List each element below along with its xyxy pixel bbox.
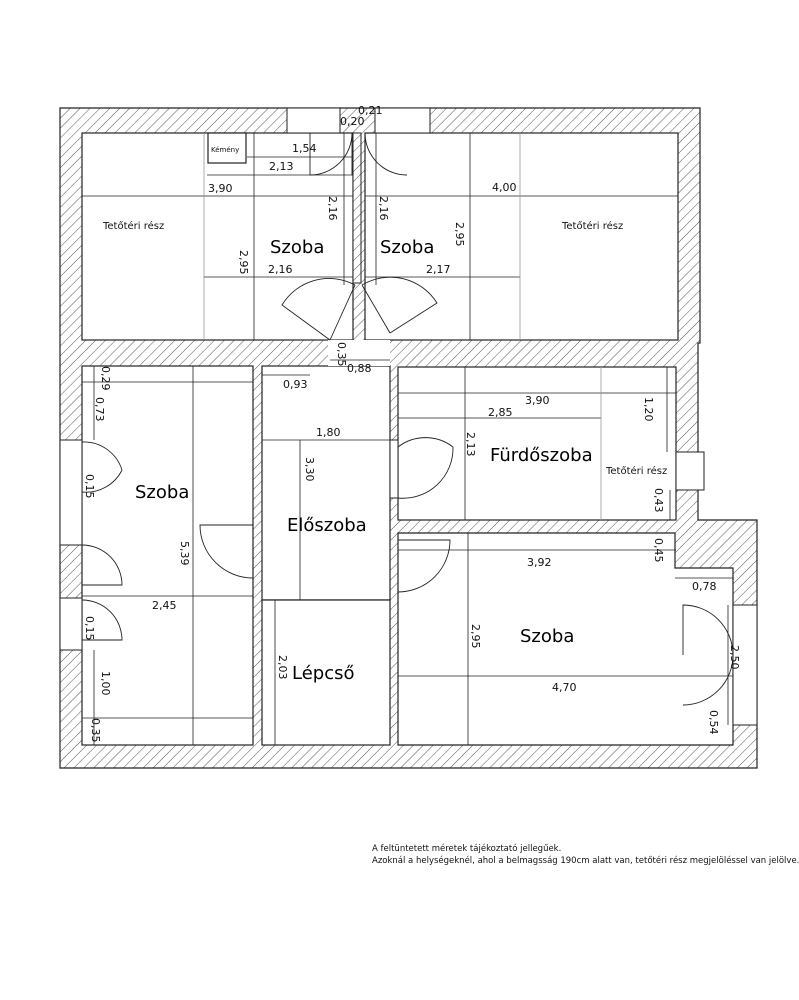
room-top-right bbox=[364, 132, 679, 341]
dimension-label: 2,03 bbox=[276, 655, 289, 680]
room-furdoszoba bbox=[397, 366, 677, 521]
room-label-szoba: Szoba bbox=[270, 237, 324, 258]
note-line: Azoknál a helységeknél, ahol a belmagssá… bbox=[372, 856, 799, 866]
dimension-label: 0,35 bbox=[89, 718, 102, 743]
partition-wall bbox=[352, 132, 362, 284]
dimension-label: 0,54 bbox=[707, 710, 720, 735]
room-label-lepcso: Lépcső bbox=[292, 663, 355, 684]
dimension-label: 3,90 bbox=[208, 182, 233, 195]
dimension-label: 2,16 bbox=[377, 196, 390, 221]
dimension-label: 4,70 bbox=[552, 681, 577, 694]
dimension-label: 0,78 bbox=[692, 580, 717, 593]
dimension-label: 0,15 bbox=[83, 474, 96, 499]
dimension-label: 0,21 bbox=[358, 104, 383, 117]
room-lepcso bbox=[261, 599, 391, 746]
window bbox=[389, 439, 399, 499]
window bbox=[732, 604, 758, 726]
window bbox=[286, 107, 341, 134]
room-label-furdoszoba: Fürdőszoba bbox=[490, 445, 593, 466]
dimension-label: 2,95 bbox=[237, 250, 250, 275]
dimension-label: 2,13 bbox=[464, 432, 477, 457]
dimension-label: 2,95 bbox=[453, 222, 466, 247]
dimension-label: 4,00 bbox=[492, 181, 517, 194]
label-kemeny: Kémény bbox=[211, 146, 239, 154]
dimension-label: 3,30 bbox=[303, 457, 316, 482]
dimension-label: 1,54 bbox=[292, 142, 317, 155]
dimension-label: 1,80 bbox=[316, 426, 341, 439]
room-label-eloszoba: Előszoba bbox=[287, 515, 367, 536]
window bbox=[675, 451, 705, 491]
dimension-label: 3,90 bbox=[525, 394, 550, 407]
dimension-label: 2,45 bbox=[152, 599, 177, 612]
dimension-label: 0,15 bbox=[83, 616, 96, 641]
room-label-szoba: Szoba bbox=[520, 626, 574, 647]
dimension-label: 2,17 bbox=[426, 263, 451, 276]
dimension-lines bbox=[82, 133, 733, 745]
dimension-label: 0,88 bbox=[347, 362, 372, 375]
room-label-tetoteri: Tetőtéri rész bbox=[605, 465, 667, 477]
dimension-label: 2,85 bbox=[488, 406, 513, 419]
room-label-szoba: Szoba bbox=[380, 237, 434, 258]
dimension-label: 0,20 bbox=[340, 115, 365, 128]
dimension-label: 2,50 bbox=[728, 645, 741, 670]
kemeny-chimney bbox=[207, 132, 247, 164]
dimension-label: 2,16 bbox=[326, 196, 339, 221]
dimension-label: 2,13 bbox=[269, 160, 294, 173]
note-line: A feltüntetett méretek tájékoztató jelle… bbox=[372, 844, 562, 854]
dimension-label: 0,29 bbox=[99, 366, 112, 391]
window bbox=[59, 597, 83, 651]
dimension-label: 2,95 bbox=[469, 624, 482, 649]
dimension-label: 0,35 bbox=[335, 342, 348, 367]
corridor-gap bbox=[328, 340, 390, 366]
dimension-label: 1,20 bbox=[642, 397, 655, 422]
dimension-label: 3,92 bbox=[527, 556, 552, 569]
dimension-label: 0,93 bbox=[283, 378, 308, 391]
dimension-label: 0,43 bbox=[652, 488, 665, 513]
room-label-szoba: Szoba bbox=[135, 482, 189, 503]
dimension-label: 0,73 bbox=[93, 397, 106, 422]
dimension-label: 1,00 bbox=[99, 671, 112, 696]
room-eloszoba bbox=[261, 365, 391, 601]
room-szoba-left bbox=[81, 365, 254, 746]
room-label-tetoteri: Tetőtéri rész bbox=[561, 220, 623, 232]
dimension-label: 2,16 bbox=[268, 263, 293, 276]
window bbox=[374, 107, 431, 134]
dimension-label: 5,39 bbox=[178, 541, 191, 566]
window bbox=[59, 439, 83, 546]
room-top-left bbox=[81, 132, 354, 341]
room-szoba-right bbox=[397, 532, 734, 746]
dimension-label: 0,45 bbox=[652, 538, 665, 563]
doors bbox=[81, 132, 734, 706]
room-label-tetoteri: Tetőtéri rész bbox=[102, 220, 164, 232]
